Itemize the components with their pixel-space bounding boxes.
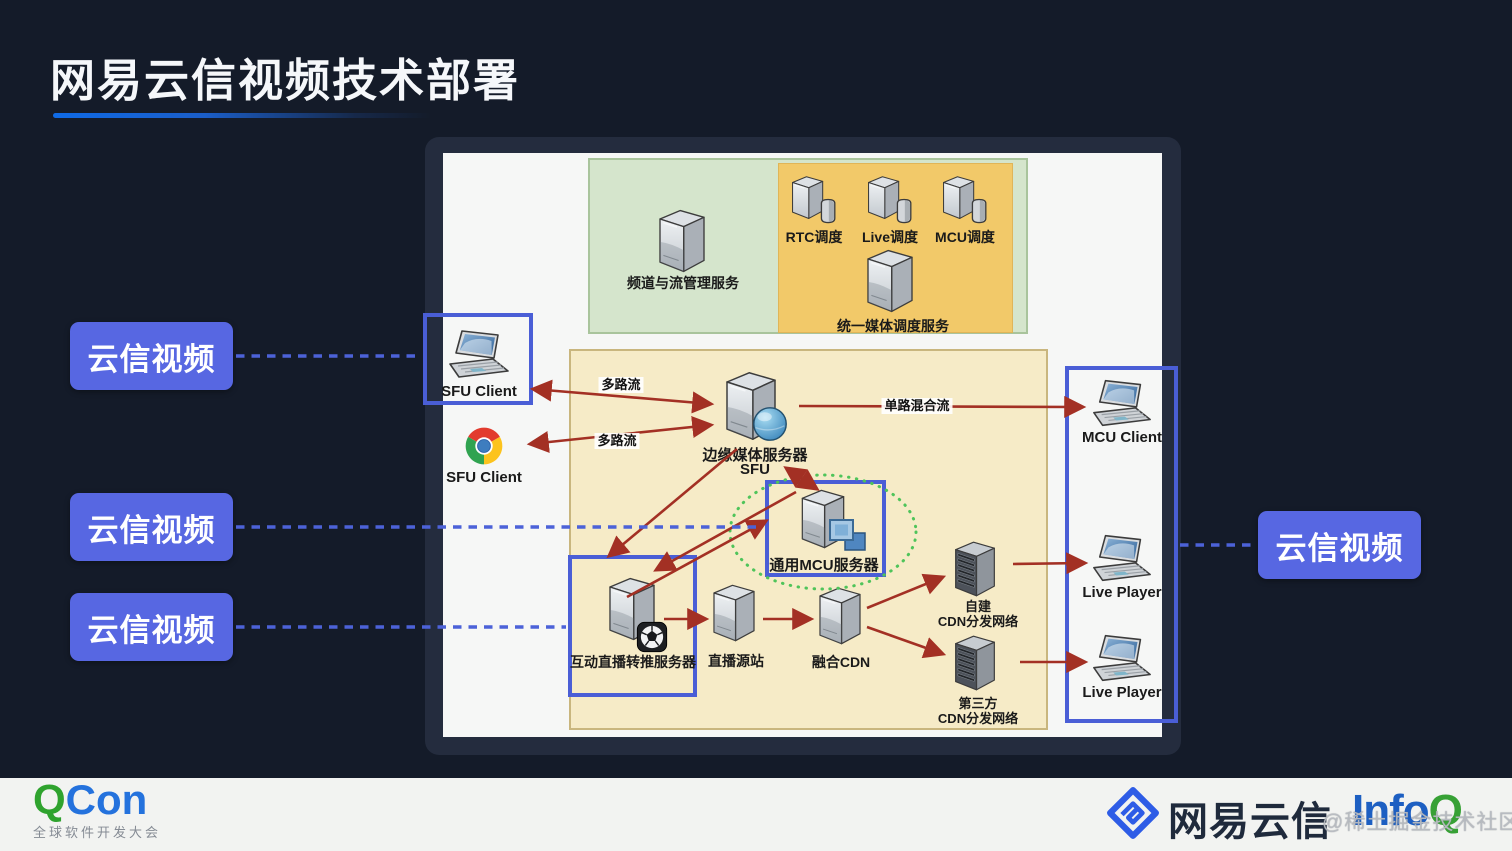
label-live-player-1: Live Player [1082, 584, 1162, 601]
label-fusion-cdn: 融合CDN [811, 654, 871, 670]
server-icon-mcu-sched [940, 175, 990, 227]
infoq-logo: InfoQ [1352, 786, 1463, 836]
netease-yunxin-wordmark: 网易云信 [1168, 800, 1332, 844]
label-channel-service: 频道与流管理服务 [627, 275, 739, 291]
label-sfu-client-browser: SFU Client [446, 469, 522, 486]
page-title: 网易云信视频技术部署 [50, 55, 521, 106]
chip-label: 云信视频 [1275, 530, 1404, 566]
label-mcu-server: 通用MCU服务器 [769, 557, 879, 574]
footer-bar: QCon 全球软件开发大会 网易云信 InfoQ @稀土掘金技术社区 [0, 778, 1512, 851]
chip-label: 云信视频 [87, 512, 216, 548]
flow-label-multi-stream-2: 多路流 [594, 433, 640, 449]
server-icon-unified-sched [864, 248, 916, 314]
server-icon-channel-service [656, 208, 708, 274]
server-icon-live-sched [865, 175, 915, 227]
qcon-logo-q: Q [33, 776, 66, 823]
chip-label: 云信视频 [87, 612, 216, 648]
box-sfu-client [423, 313, 533, 405]
label-sfu-client-laptop: SFU Client [441, 383, 517, 400]
chip-yunxin-video-2[interactable]: 云信视频 [70, 493, 233, 561]
qcon-subtitle: 全球软件开发大会 [33, 825, 162, 840]
box-right-clients [1065, 366, 1178, 723]
qcon-logo-con: Con [65, 776, 148, 823]
label-unified-sched: 统一媒体调度服务 [837, 318, 949, 334]
label-own-cdn-line1: 自建 [964, 599, 992, 614]
chrome-icon-sfu-client [462, 424, 506, 468]
label-origin: 直播源站 [708, 653, 764, 669]
server-icon-fusion-cdn [816, 586, 864, 646]
label-rtc-sched: RTC调度 [785, 229, 843, 245]
server-icon-origin [710, 583, 758, 643]
label-third-cdn-line1: 第三方 [958, 696, 998, 711]
rack-icon-own-cdn [950, 540, 1000, 598]
chip-yunxin-video-3[interactable]: 云信视频 [70, 593, 233, 661]
infoq-logo-info: Info [1352, 786, 1430, 835]
chip-label: 云信视频 [87, 341, 216, 377]
chip-yunxin-video-right[interactable]: 云信视频 [1258, 511, 1421, 579]
qcon-logo: QCon 全球软件开发大会 [33, 778, 161, 841]
label-live-sched: Live调度 [861, 229, 919, 245]
infoq-logo-q: Q [1428, 786, 1463, 835]
label-edge-server-line2: SFU [740, 461, 770, 478]
netease-yunxin-icon [1106, 786, 1160, 840]
server-icon-rtc-sched [789, 175, 839, 227]
title-underline [53, 113, 431, 118]
box-push-server [568, 555, 697, 697]
globe-icon [752, 406, 788, 442]
label-mcu-sched: MCU调度 [935, 229, 995, 245]
flow-label-single-mixed: 单路混合流 [881, 398, 953, 414]
flow-label-multi-stream-1: 多路流 [598, 377, 644, 393]
watermark-text: @稀土掘金技术社区 [1322, 811, 1512, 834]
chip-yunxin-video-1[interactable]: 云信视频 [70, 322, 233, 390]
label-own-cdn-line2: CDN分发网络 [937, 614, 1019, 629]
label-live-player-2: Live Player [1082, 684, 1162, 701]
label-third-cdn-line2: CDN分发网络 [937, 711, 1019, 726]
label-mcu-client: MCU Client [1082, 429, 1162, 446]
label-push-server: 互动直播转推服务器 [570, 654, 696, 670]
rack-icon-third-cdn [950, 634, 1000, 692]
